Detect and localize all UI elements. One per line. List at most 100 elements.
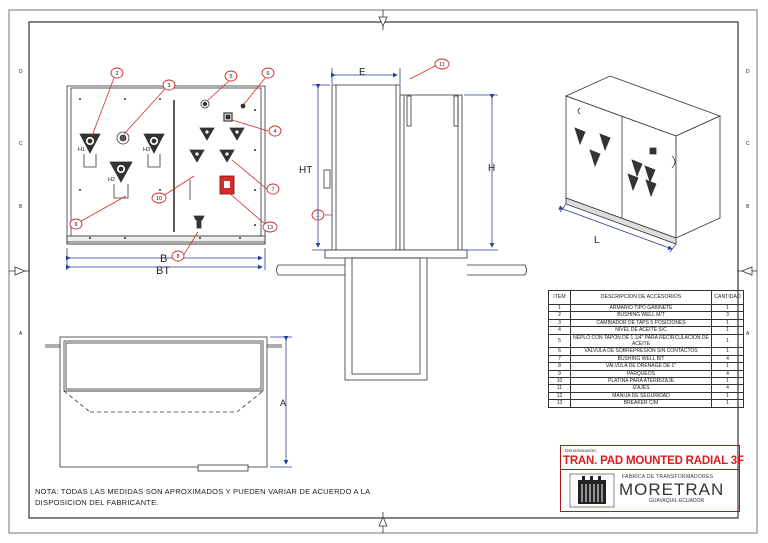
accessories-table: ITEM DESCRIPCION DE ACCESORIOS CANTIDAD … xyxy=(548,290,744,408)
item-description: MANIJA DE SEGURIDAD xyxy=(570,391,712,401)
zone-mark-right-c: C xyxy=(746,141,750,147)
zone-mark-left-a: A xyxy=(19,331,23,337)
denomination-label: Denominación: xyxy=(565,449,597,454)
item-description: IZAJES xyxy=(570,384,712,393)
item-description: NEPLO CON TAPON DE 1 1/4" PARA RECIRCULA… xyxy=(570,333,712,349)
maker-city: GUAYAQUIL-ECUADOR xyxy=(649,498,705,504)
svg-text:4: 4 xyxy=(273,129,276,135)
dim-ht-label: HT xyxy=(299,165,312,176)
front-bushing-labels: H1 H2 H3 xyxy=(78,147,150,183)
front-view xyxy=(66,85,266,245)
header-quantity: CANTIDAD xyxy=(711,290,744,305)
item-number: 11 xyxy=(548,384,571,393)
item-quantity: 1 xyxy=(711,362,744,371)
svg-text:3: 3 xyxy=(167,83,170,89)
label-h2: H2 xyxy=(108,177,115,183)
zone-mark-right-d: D xyxy=(746,69,750,75)
item-quantity: 1 xyxy=(711,326,744,335)
hv-bushing-h3 xyxy=(143,133,165,168)
item-description: CAMBIADOR DE TAPS 5 POSICIONES xyxy=(570,318,712,328)
hv-bushing-h2 xyxy=(109,161,133,199)
balloon-7: 7 xyxy=(266,183,280,195)
item-description: NIVEL DE ACEITE S/C xyxy=(570,326,712,335)
general-note: NOTA: TODAS LAS MEDIDAS SON APROXIMADOS … xyxy=(35,487,370,507)
balloon-13: 13 xyxy=(262,221,278,233)
balloon-8: 8 xyxy=(171,250,185,262)
item-quantity: 1 xyxy=(711,347,744,356)
balloon-3: 3 xyxy=(162,79,176,91)
isometric-view xyxy=(564,75,722,245)
item-number: 7 xyxy=(548,354,571,364)
item-quantity: 4 xyxy=(711,384,744,393)
zone-mark-left-d: D xyxy=(19,69,23,75)
item-description: ARMARIO TIPO GABINETE xyxy=(570,303,712,313)
item-quantity: 1 xyxy=(711,399,744,408)
dim-l-label: L xyxy=(594,235,600,246)
dim-bt-label: BT xyxy=(156,265,170,277)
zone-mark-right-a: A xyxy=(746,331,750,337)
dim-h-label: H xyxy=(488,163,495,174)
balloon-5: 5 xyxy=(224,70,238,82)
dim-b-label: B xyxy=(160,253,167,265)
side-view xyxy=(276,84,527,381)
balloon-2: 2 xyxy=(110,67,124,79)
front-dimensions xyxy=(66,248,266,270)
balloon-6: 6 xyxy=(261,67,275,79)
zone-marks: D C B A D C B A xyxy=(19,69,750,337)
maker-caption: FABRICA DE TRANSFORMADORES xyxy=(622,474,714,480)
moretran-logo xyxy=(569,473,615,508)
title-block: Denominación: TRAN. PAD MOUNTED RADIAL 3… xyxy=(560,445,744,512)
balloon-4: 4 xyxy=(268,125,282,137)
item-quantity: 1 xyxy=(711,303,744,313)
zone-mark-right-b: B xyxy=(746,204,750,210)
table-header-row: ITEM DESCRIPCION DE ACCESORIOS CANTIDAD xyxy=(548,290,744,305)
svg-text:7: 7 xyxy=(271,187,274,193)
item-quantity: 4 xyxy=(711,354,744,364)
item-description: BREAKER C/M xyxy=(570,399,712,408)
balloon-9: 9 xyxy=(69,218,83,230)
item-description: VALVULA DE DRENAGE DE 1" xyxy=(570,362,712,371)
item-number: 6 xyxy=(548,347,571,356)
top-view xyxy=(45,336,282,472)
zone-mark-left-c: C xyxy=(19,141,23,147)
item-quantity: 3 xyxy=(711,311,744,320)
label-h1: H1 xyxy=(78,147,85,153)
svg-text:13: 13 xyxy=(267,225,273,231)
item-number: 8 xyxy=(548,362,571,371)
maker-name: MORETRAN xyxy=(619,480,725,499)
item-description: PARQUEOS xyxy=(570,369,712,379)
header-description: DESCRIPCION DE ACCESORIOS xyxy=(570,290,712,305)
item-number: 10 xyxy=(548,377,571,386)
drawing-title: TRAN. PAD MOUNTED RADIAL 3F xyxy=(563,455,744,467)
item-number: 4 xyxy=(548,326,571,335)
label-h3: H3 xyxy=(143,147,150,153)
balloon-11: 11 xyxy=(434,58,450,70)
item-description: BUSHING WELL B/T xyxy=(570,354,712,364)
item-description: PLATINA PARA ATERRIZAJE xyxy=(570,377,712,386)
item-description: BUSHING WELL M/T xyxy=(570,311,712,320)
dim-e-label: E xyxy=(359,67,366,78)
centering-marks xyxy=(9,10,757,533)
balloon-10: 10 xyxy=(151,192,167,204)
svg-text:11: 11 xyxy=(439,62,445,68)
item-description: VALVULA DE SOBREPRESION SIN CONTACTOS xyxy=(570,347,712,356)
hv-bushing-h1 xyxy=(79,133,101,168)
item-number: 1 xyxy=(548,303,571,313)
svg-text:8: 8 xyxy=(176,254,179,260)
item-number: 9 xyxy=(548,369,571,379)
item-number: 13 xyxy=(548,399,571,408)
item-number: 3 xyxy=(548,318,571,328)
svg-text:5: 5 xyxy=(229,74,232,80)
item-quantity: 4 xyxy=(711,369,744,379)
